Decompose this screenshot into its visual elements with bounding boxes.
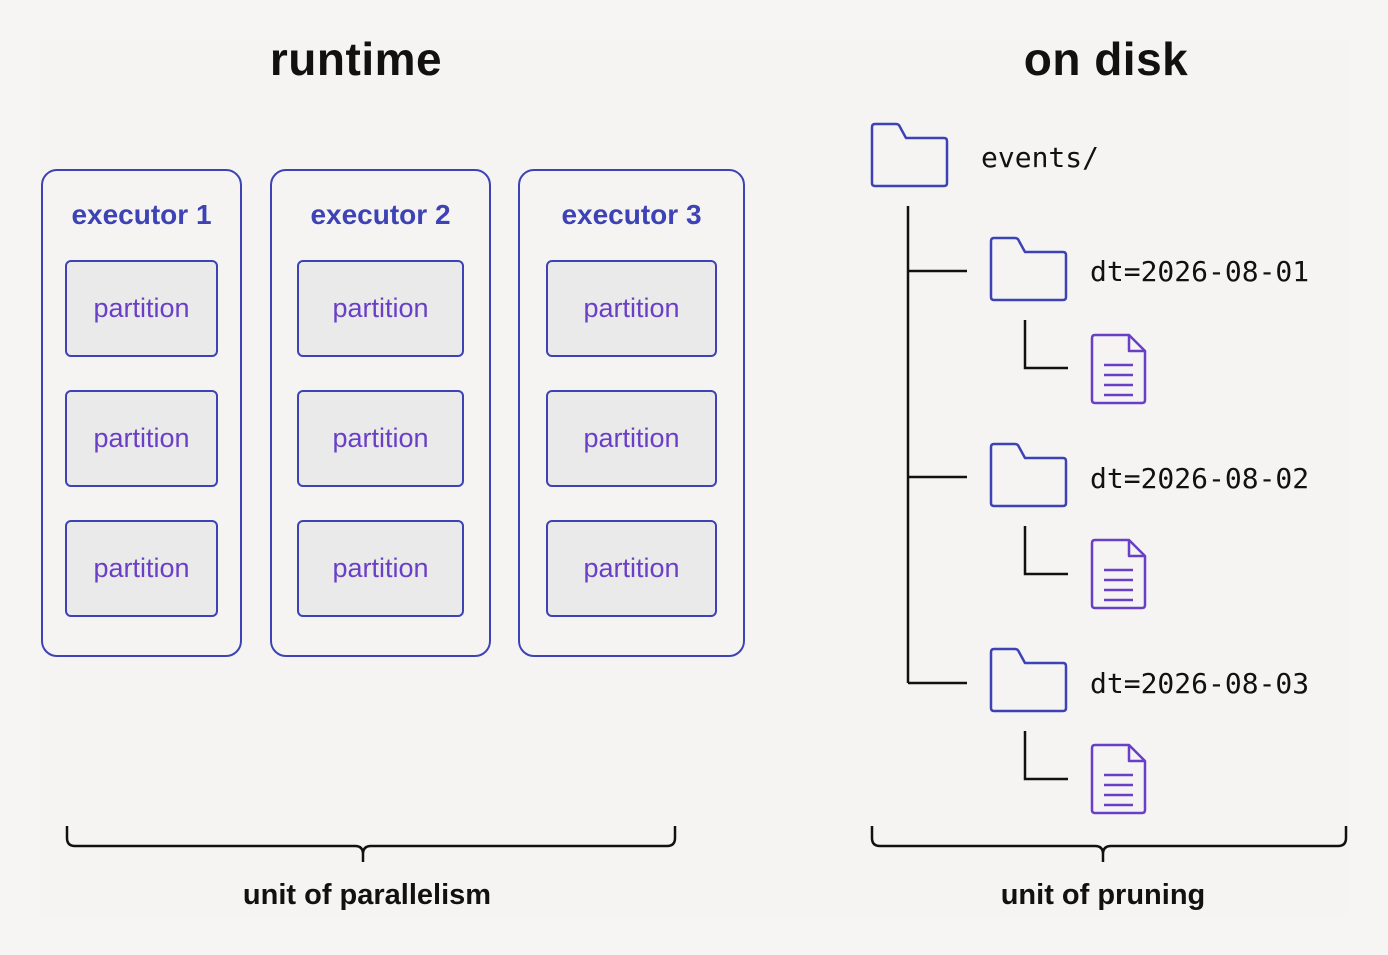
folder-label: dt=2026-08-02 xyxy=(1090,462,1310,495)
on-disk-title: on disk xyxy=(1023,33,1189,85)
pruning-caption: unit of pruning xyxy=(1000,879,1206,911)
parallelism-brace xyxy=(65,826,677,862)
partition-box: partition xyxy=(546,520,717,617)
file-connector-line xyxy=(1023,320,1068,370)
root-folder-label: events/ xyxy=(981,141,1100,174)
pruning-brace xyxy=(870,826,1348,862)
folder-icon xyxy=(870,122,949,188)
partition-box: partition xyxy=(546,260,717,357)
partition-box: partition xyxy=(297,520,464,617)
folder-icon xyxy=(989,442,1068,508)
partition-box: partition xyxy=(297,260,464,357)
folder-icon xyxy=(989,236,1068,302)
executor-1-box: executor 1 partition partition partition xyxy=(41,169,242,657)
executor-2-box: executor 2 partition partition partition xyxy=(270,169,491,657)
executor-label: executor 2 xyxy=(310,199,451,230)
partition-box: partition xyxy=(65,520,218,617)
file-connector-line xyxy=(1023,526,1068,576)
executor-label: executor 3 xyxy=(561,199,702,230)
file-connector-line xyxy=(1023,731,1068,781)
folder-icon xyxy=(989,647,1068,713)
executor-label: executor 1 xyxy=(71,199,212,230)
file-icon xyxy=(1090,333,1147,405)
executor-3-box: executor 3 partition partition partition xyxy=(518,169,745,657)
folder-label: dt=2026-08-03 xyxy=(1090,667,1310,700)
partition-box: partition xyxy=(65,390,218,487)
parallelism-caption: unit of parallelism xyxy=(242,879,492,911)
partition-box: partition xyxy=(546,390,717,487)
file-icon xyxy=(1090,743,1147,815)
file-icon xyxy=(1090,538,1147,610)
runtime-title: runtime xyxy=(269,33,443,85)
partition-box: partition xyxy=(297,390,464,487)
folder-label: dt=2026-08-01 xyxy=(1090,255,1310,288)
partition-box: partition xyxy=(65,260,218,357)
